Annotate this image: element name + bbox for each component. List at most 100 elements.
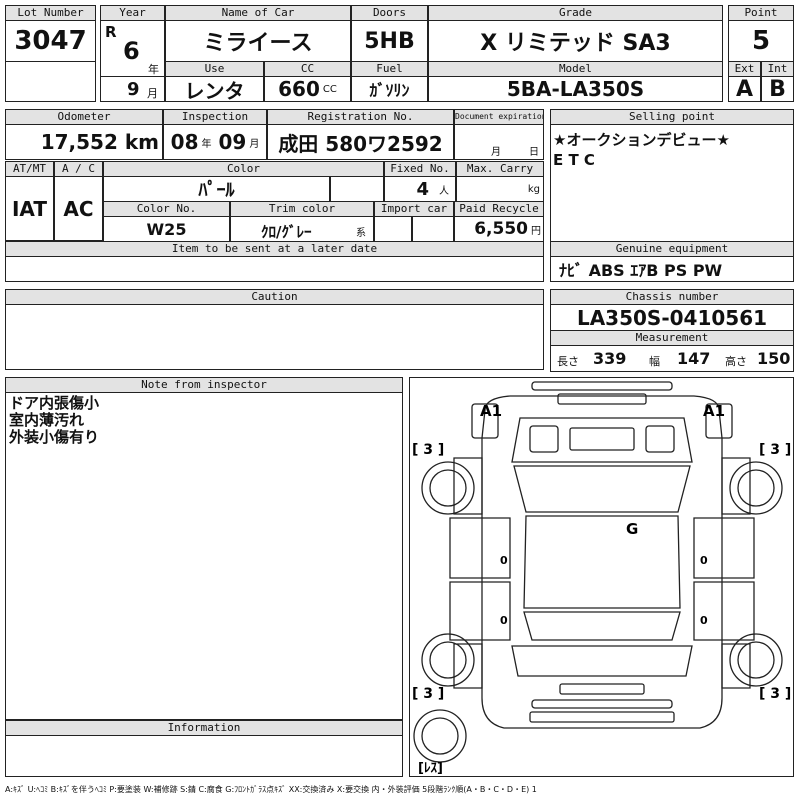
- length-label: 長さ: [557, 355, 579, 368]
- tire-top-left: [ 3 ]: [412, 442, 444, 458]
- doc-month-unit: 月: [491, 147, 501, 158]
- width-label: 幅: [649, 355, 660, 368]
- car-inspection-diagram: A1 A1 G [ 3 ] [ 3 ] [ 3 ] [ 3 ] [ﾚｽ] 0 0…: [409, 377, 794, 777]
- note-inspector-header: Note from inspector: [5, 377, 403, 393]
- lot-blank-cell: [5, 61, 96, 102]
- chassis-number-value: LA350S-0410561: [550, 304, 794, 331]
- cc-value: 660: [278, 77, 320, 101]
- registration-header: Registration No.: [267, 109, 454, 125]
- at-mt-value: IAT: [5, 176, 54, 241]
- cc-header: CC: [264, 61, 351, 77]
- trim-color-value: ｸﾛ/ｸﾞﾚｰ: [261, 223, 312, 241]
- fixed-no-unit: 人: [439, 185, 449, 197]
- import-car-header: Import car: [374, 201, 454, 217]
- caution-header: Caution: [5, 289, 544, 305]
- ext-header: Ext: [728, 61, 761, 77]
- tire-bottom-right: [ 3 ]: [759, 686, 791, 702]
- door-mark-right-rear: 0: [700, 614, 708, 627]
- ac-value: AC: [54, 176, 103, 241]
- selling-point-line-1: ★オークションデビュー★: [553, 131, 730, 149]
- int-header: Int: [761, 61, 794, 77]
- selling-point-header: Selling point: [550, 109, 794, 125]
- information-cell: [5, 735, 403, 777]
- registration-value: 成田 580ワ2592: [267, 124, 454, 160]
- grade-header: Grade: [428, 5, 723, 21]
- ext-value: A: [728, 76, 761, 102]
- year-month-cell: 9 月: [100, 76, 165, 102]
- selling-point-cell: ★オークションデビュー★ E T C: [550, 124, 794, 242]
- measurement-header: Measurement: [550, 330, 794, 346]
- doors-value: 5HB: [351, 20, 428, 62]
- point-header: Point: [728, 5, 794, 21]
- max-carry-cell: kg: [456, 176, 544, 202]
- year-cell: R 6 年: [100, 20, 165, 77]
- fuel-header: Fuel: [351, 61, 428, 77]
- height-value: 150: [757, 349, 791, 368]
- item-later-cell: [5, 256, 544, 282]
- color-no-header: Color No.: [103, 201, 230, 217]
- tire-top-right: [ 3 ]: [759, 442, 791, 458]
- odometer-header: Odometer: [5, 109, 163, 125]
- tire-bottom-left: [ 3 ]: [412, 686, 444, 702]
- measurement-cell: 長さ 339 幅 147 高さ 150: [550, 345, 794, 372]
- lot-number: 3047: [5, 20, 96, 62]
- legend-text: A:ｷｽﾞ U:ﾍｺﾐ B:ｷｽﾞを伴うﾍｺﾐ P:要塗装 W:補修跡 S:錆 …: [5, 785, 537, 794]
- import-car-cell-1: [374, 216, 412, 242]
- doc-day-unit: 日: [529, 147, 539, 158]
- max-carry-unit: kg: [527, 184, 540, 195]
- height-label: 高さ: [725, 355, 747, 368]
- item-later-header: Item to be sent at a later date: [5, 241, 544, 257]
- color-value: ﾊﾟｰﾙ: [103, 176, 330, 202]
- note-lines: ドア内張傷小 室内薄汚れ 外装小傷有り: [9, 395, 99, 446]
- car-outline-diagram: A1 A1 G [ 3 ] [ 3 ] [ 3 ] [ 3 ] [ﾚｽ] 0 0…: [412, 381, 791, 776]
- inspection-month: 09: [218, 130, 247, 154]
- door-mark-left-rear: 0: [500, 614, 508, 627]
- year-header: Year: [100, 5, 165, 21]
- point-value: 5: [728, 20, 794, 62]
- mark-a1-right: A1: [703, 402, 725, 420]
- mark-g: G: [626, 520, 638, 538]
- trim-color-cell: ｸﾛ/ｸﾞﾚｰ 系: [230, 216, 374, 242]
- model-value: 5BA-LA350S: [428, 76, 723, 102]
- trim-color-unit: 系: [356, 228, 366, 239]
- inspection-year: 08: [170, 130, 199, 154]
- note-inspector-cell: ドア内張傷小 室内薄汚れ 外装小傷有り: [5, 392, 403, 720]
- at-mt-header: AT/MT: [5, 161, 54, 177]
- trim-color-header: Trim color: [230, 201, 374, 217]
- document-expiration-header: Document expiration: [454, 109, 544, 125]
- int-value: B: [761, 76, 794, 102]
- year-unit: 年: [148, 63, 159, 76]
- odometer-unit: km: [124, 130, 159, 154]
- genuine-equipment-header: Genuine equipment: [550, 241, 794, 257]
- fixed-no-value: 4: [416, 178, 429, 200]
- max-carry-header: Max. Carry: [456, 161, 544, 177]
- width-value: 147: [677, 349, 711, 368]
- use-value: レンタ: [165, 76, 264, 103]
- import-car-cell-2: [412, 216, 454, 242]
- chassis-number-header: Chassis number: [550, 289, 794, 305]
- caution-cell: [5, 304, 544, 370]
- year-month: 9: [127, 79, 140, 100]
- doors-header: Doors: [351, 5, 428, 21]
- paid-recycle-value: 6,550: [474, 219, 528, 239]
- length-value: 339: [593, 349, 627, 368]
- door-mark-left-front: 0: [500, 554, 508, 567]
- paid-recycle-unit: 円: [531, 225, 541, 237]
- spare-tire-label: [ﾚｽ]: [418, 761, 443, 776]
- note-line: 室内薄汚れ: [9, 411, 85, 429]
- note-line: 外装小傷有り: [9, 428, 100, 446]
- selling-point-line-2: E T C: [553, 151, 595, 169]
- name-of-car-header: Name of Car: [165, 5, 351, 21]
- odometer-value: 17,552: [40, 130, 118, 154]
- information-header: Information: [5, 720, 403, 736]
- color-header: Color: [103, 161, 384, 177]
- note-line: ドア内張傷小: [9, 394, 100, 412]
- year-era: R: [105, 23, 117, 41]
- inspection-month-unit: 月: [249, 138, 260, 150]
- mark-a1-left: A1: [480, 402, 502, 420]
- odometer-cell: 17,552 km: [5, 124, 163, 160]
- car-name: ミライース: [165, 20, 351, 62]
- fuel-value: ｶﾞｿﾘﾝ: [351, 76, 428, 102]
- month-unit: 月: [147, 87, 158, 100]
